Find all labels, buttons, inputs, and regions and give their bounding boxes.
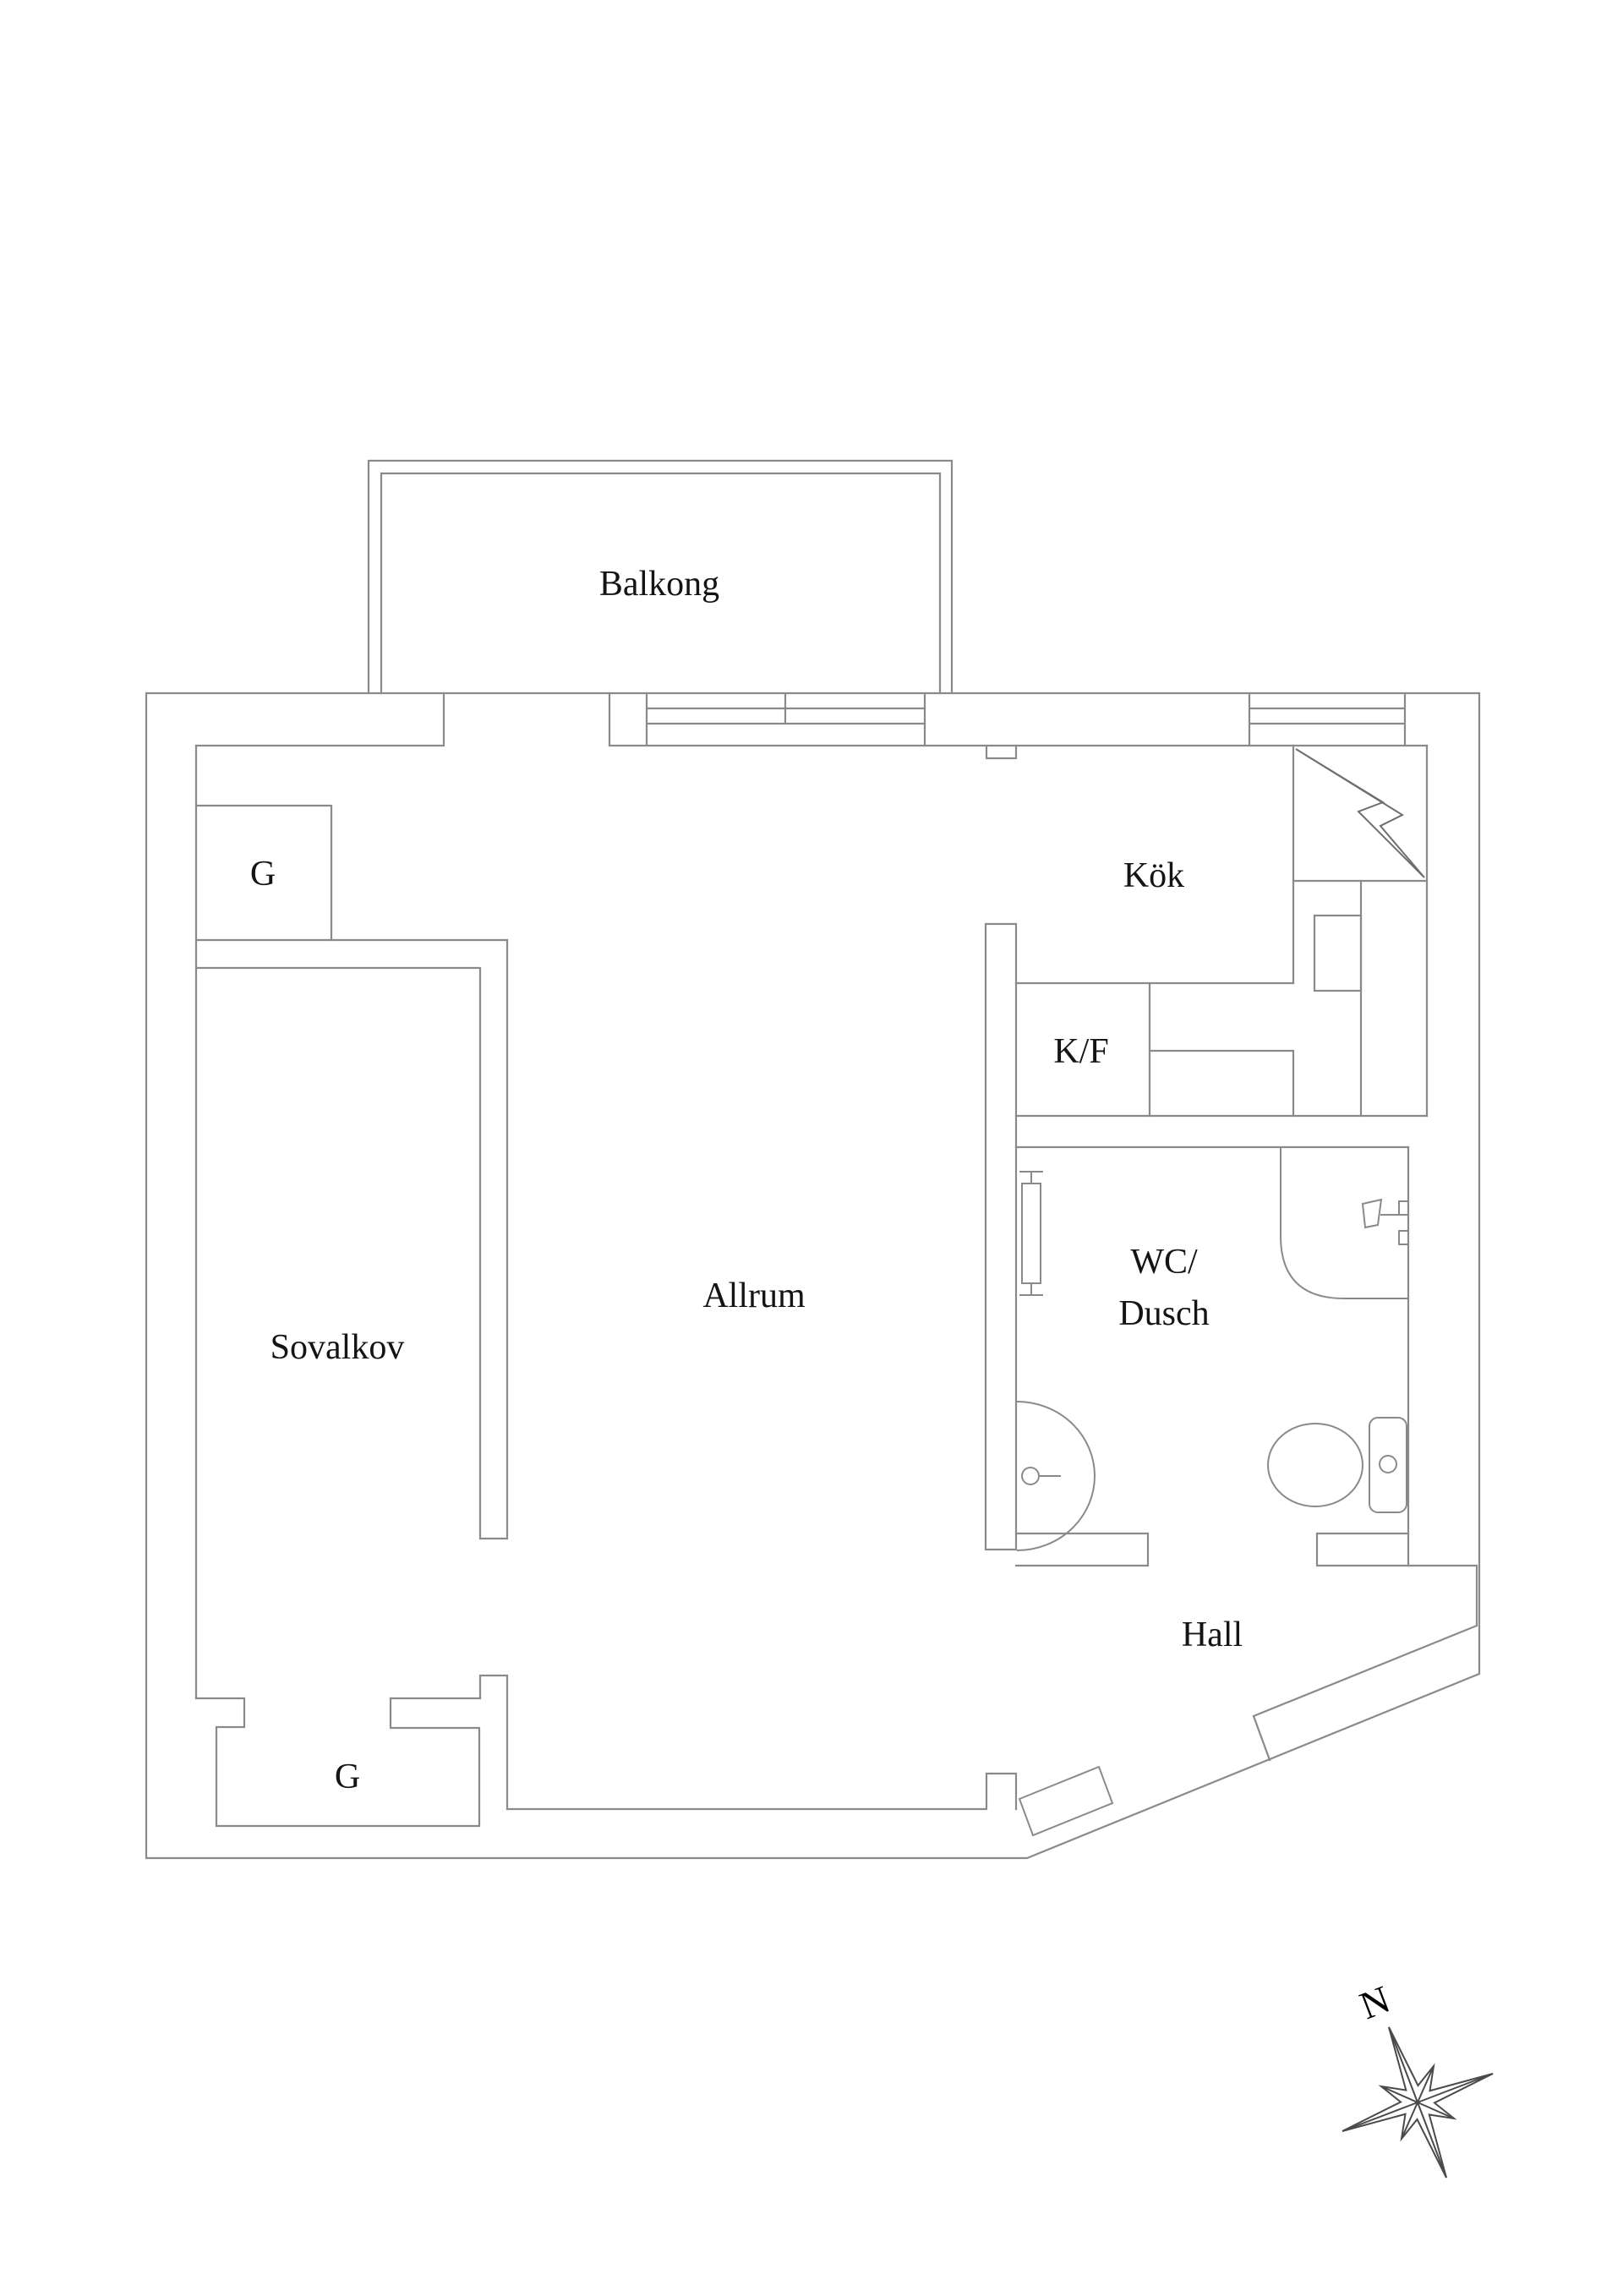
label-g-bottom: G bbox=[335, 1758, 360, 1796]
door-leaf-icon bbox=[1018, 1765, 1114, 1837]
label-wc-line1: WC/ bbox=[1130, 1243, 1198, 1282]
kitchen-window bbox=[1248, 692, 1407, 747]
label-sovalkov: Sovalkov bbox=[270, 1328, 405, 1367]
wc-walls bbox=[1014, 1145, 1478, 1627]
radiator-icon bbox=[1019, 1171, 1043, 1296]
outer-wall bbox=[145, 692, 1481, 1860]
sovalkov-walls bbox=[194, 938, 509, 1828]
sink-icon bbox=[1016, 1401, 1096, 1551]
label-wc-line2: Dusch bbox=[1118, 1294, 1209, 1333]
label-hall: Hall bbox=[1182, 1615, 1243, 1654]
label-allrum: Allrum bbox=[702, 1276, 806, 1315]
entrance-diagonal-inner bbox=[1252, 1624, 1478, 1762]
kitchen-walls bbox=[1014, 744, 1429, 1118]
balcony-walls bbox=[367, 459, 954, 695]
shower-enclosure bbox=[1280, 1147, 1408, 1299]
label-g-top: G bbox=[250, 855, 276, 894]
room-labels: Balkong Kök K/F WC/ Dusch Allrum Sovalko… bbox=[250, 565, 1396, 2027]
living-room-window bbox=[645, 693, 926, 725]
label-compass-north: N bbox=[1354, 1977, 1396, 2028]
toilet-icon bbox=[1267, 1417, 1407, 1513]
label-kf: K/F bbox=[1053, 1032, 1108, 1071]
compass-rose-icon bbox=[1342, 2026, 1494, 2178]
shower-mixer-icon bbox=[1361, 1198, 1409, 1245]
allrum-kitchen-wall bbox=[984, 744, 1018, 1551]
top-wall-inner bbox=[194, 692, 1251, 747]
stove-counter bbox=[1313, 914, 1363, 992]
left-wall-inner bbox=[194, 744, 509, 1700]
label-kok: Kök bbox=[1123, 856, 1184, 895]
lightning-bolt-icon bbox=[1295, 748, 1425, 878]
label-balkong: Balkong bbox=[599, 565, 719, 604]
bottom-wall-inner bbox=[505, 1772, 1018, 1811]
